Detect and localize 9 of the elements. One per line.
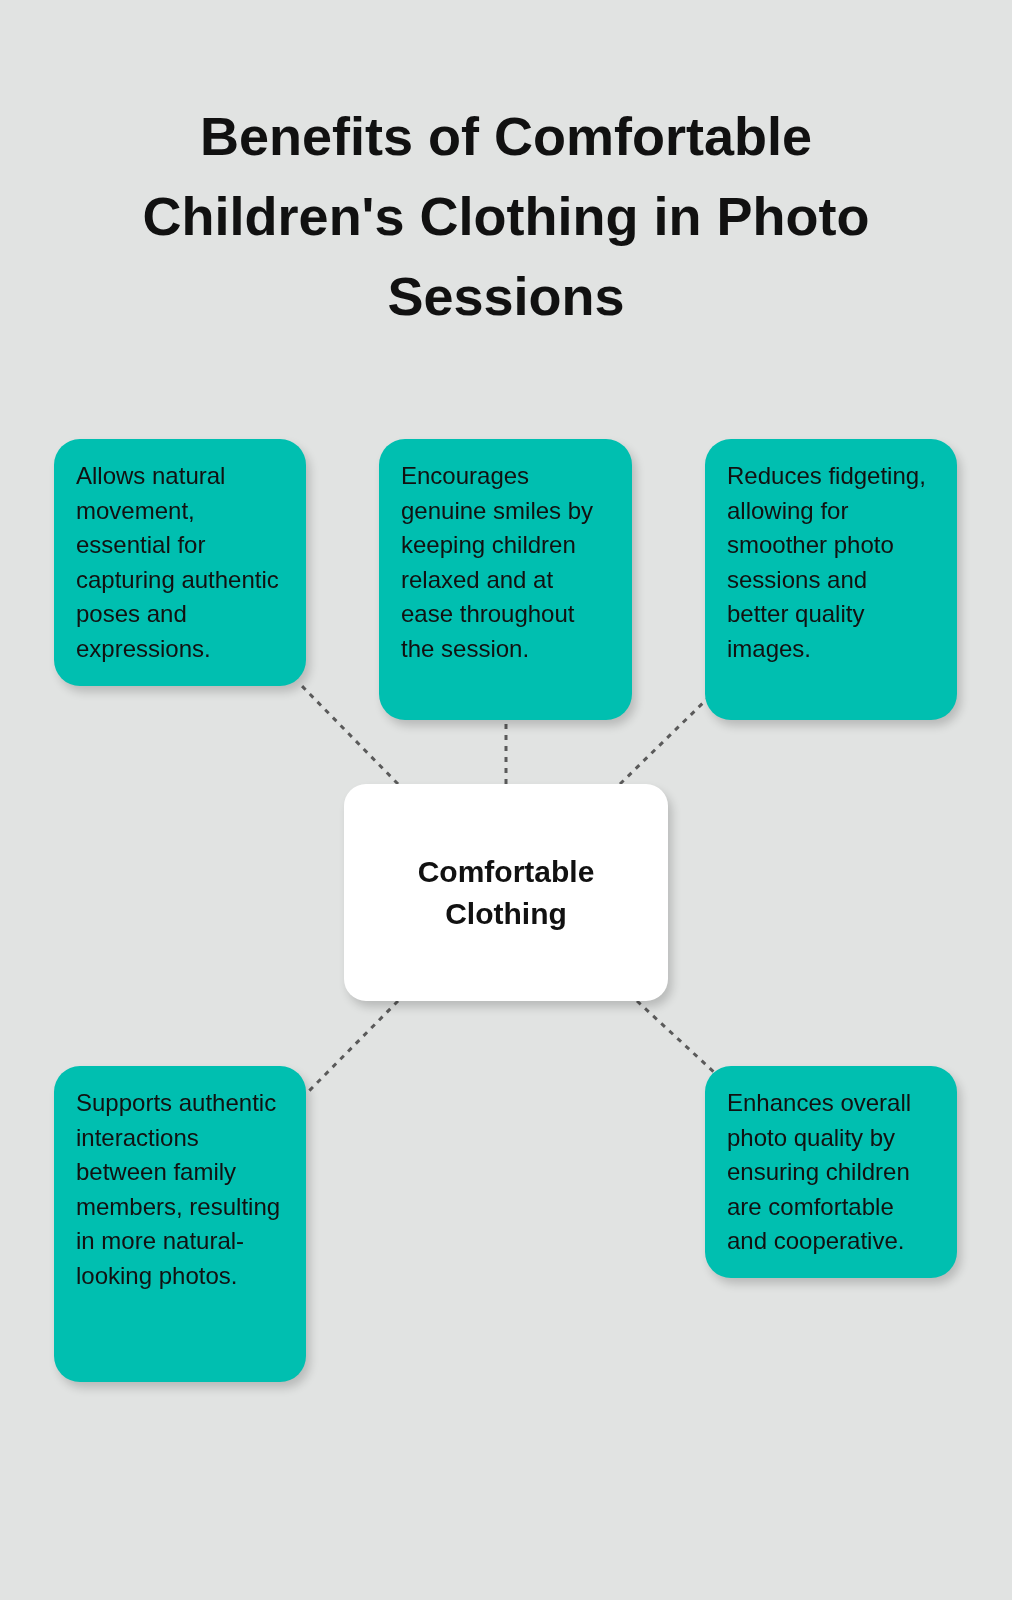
benefit-box: Allows natural movement, essential for capturing authentic poses and expressions. (54, 439, 306, 686)
benefit-box: Encourages genuine smiles by keeping children relaxed and at ease throughout the session. (379, 439, 632, 720)
benefit-box: Enhances overall photo quality by ensuring children are comfortable and cooperative. (705, 1066, 957, 1278)
benefit-box: Reduces fidgeting, allowing for smoother photo sessions and better quality images. (705, 439, 957, 720)
center-box: Comfortable Clothing (344, 784, 668, 1001)
title: Benefits of Comfortable Children's Clothing in Photo Sessions (141, 105, 871, 328)
dashed-connector (636, 999, 717, 1076)
benefit-box: Supports authentic interactions between family members, resulting in more natural-looking photos. (54, 1066, 306, 1382)
dashed-connector (306, 999, 400, 1094)
